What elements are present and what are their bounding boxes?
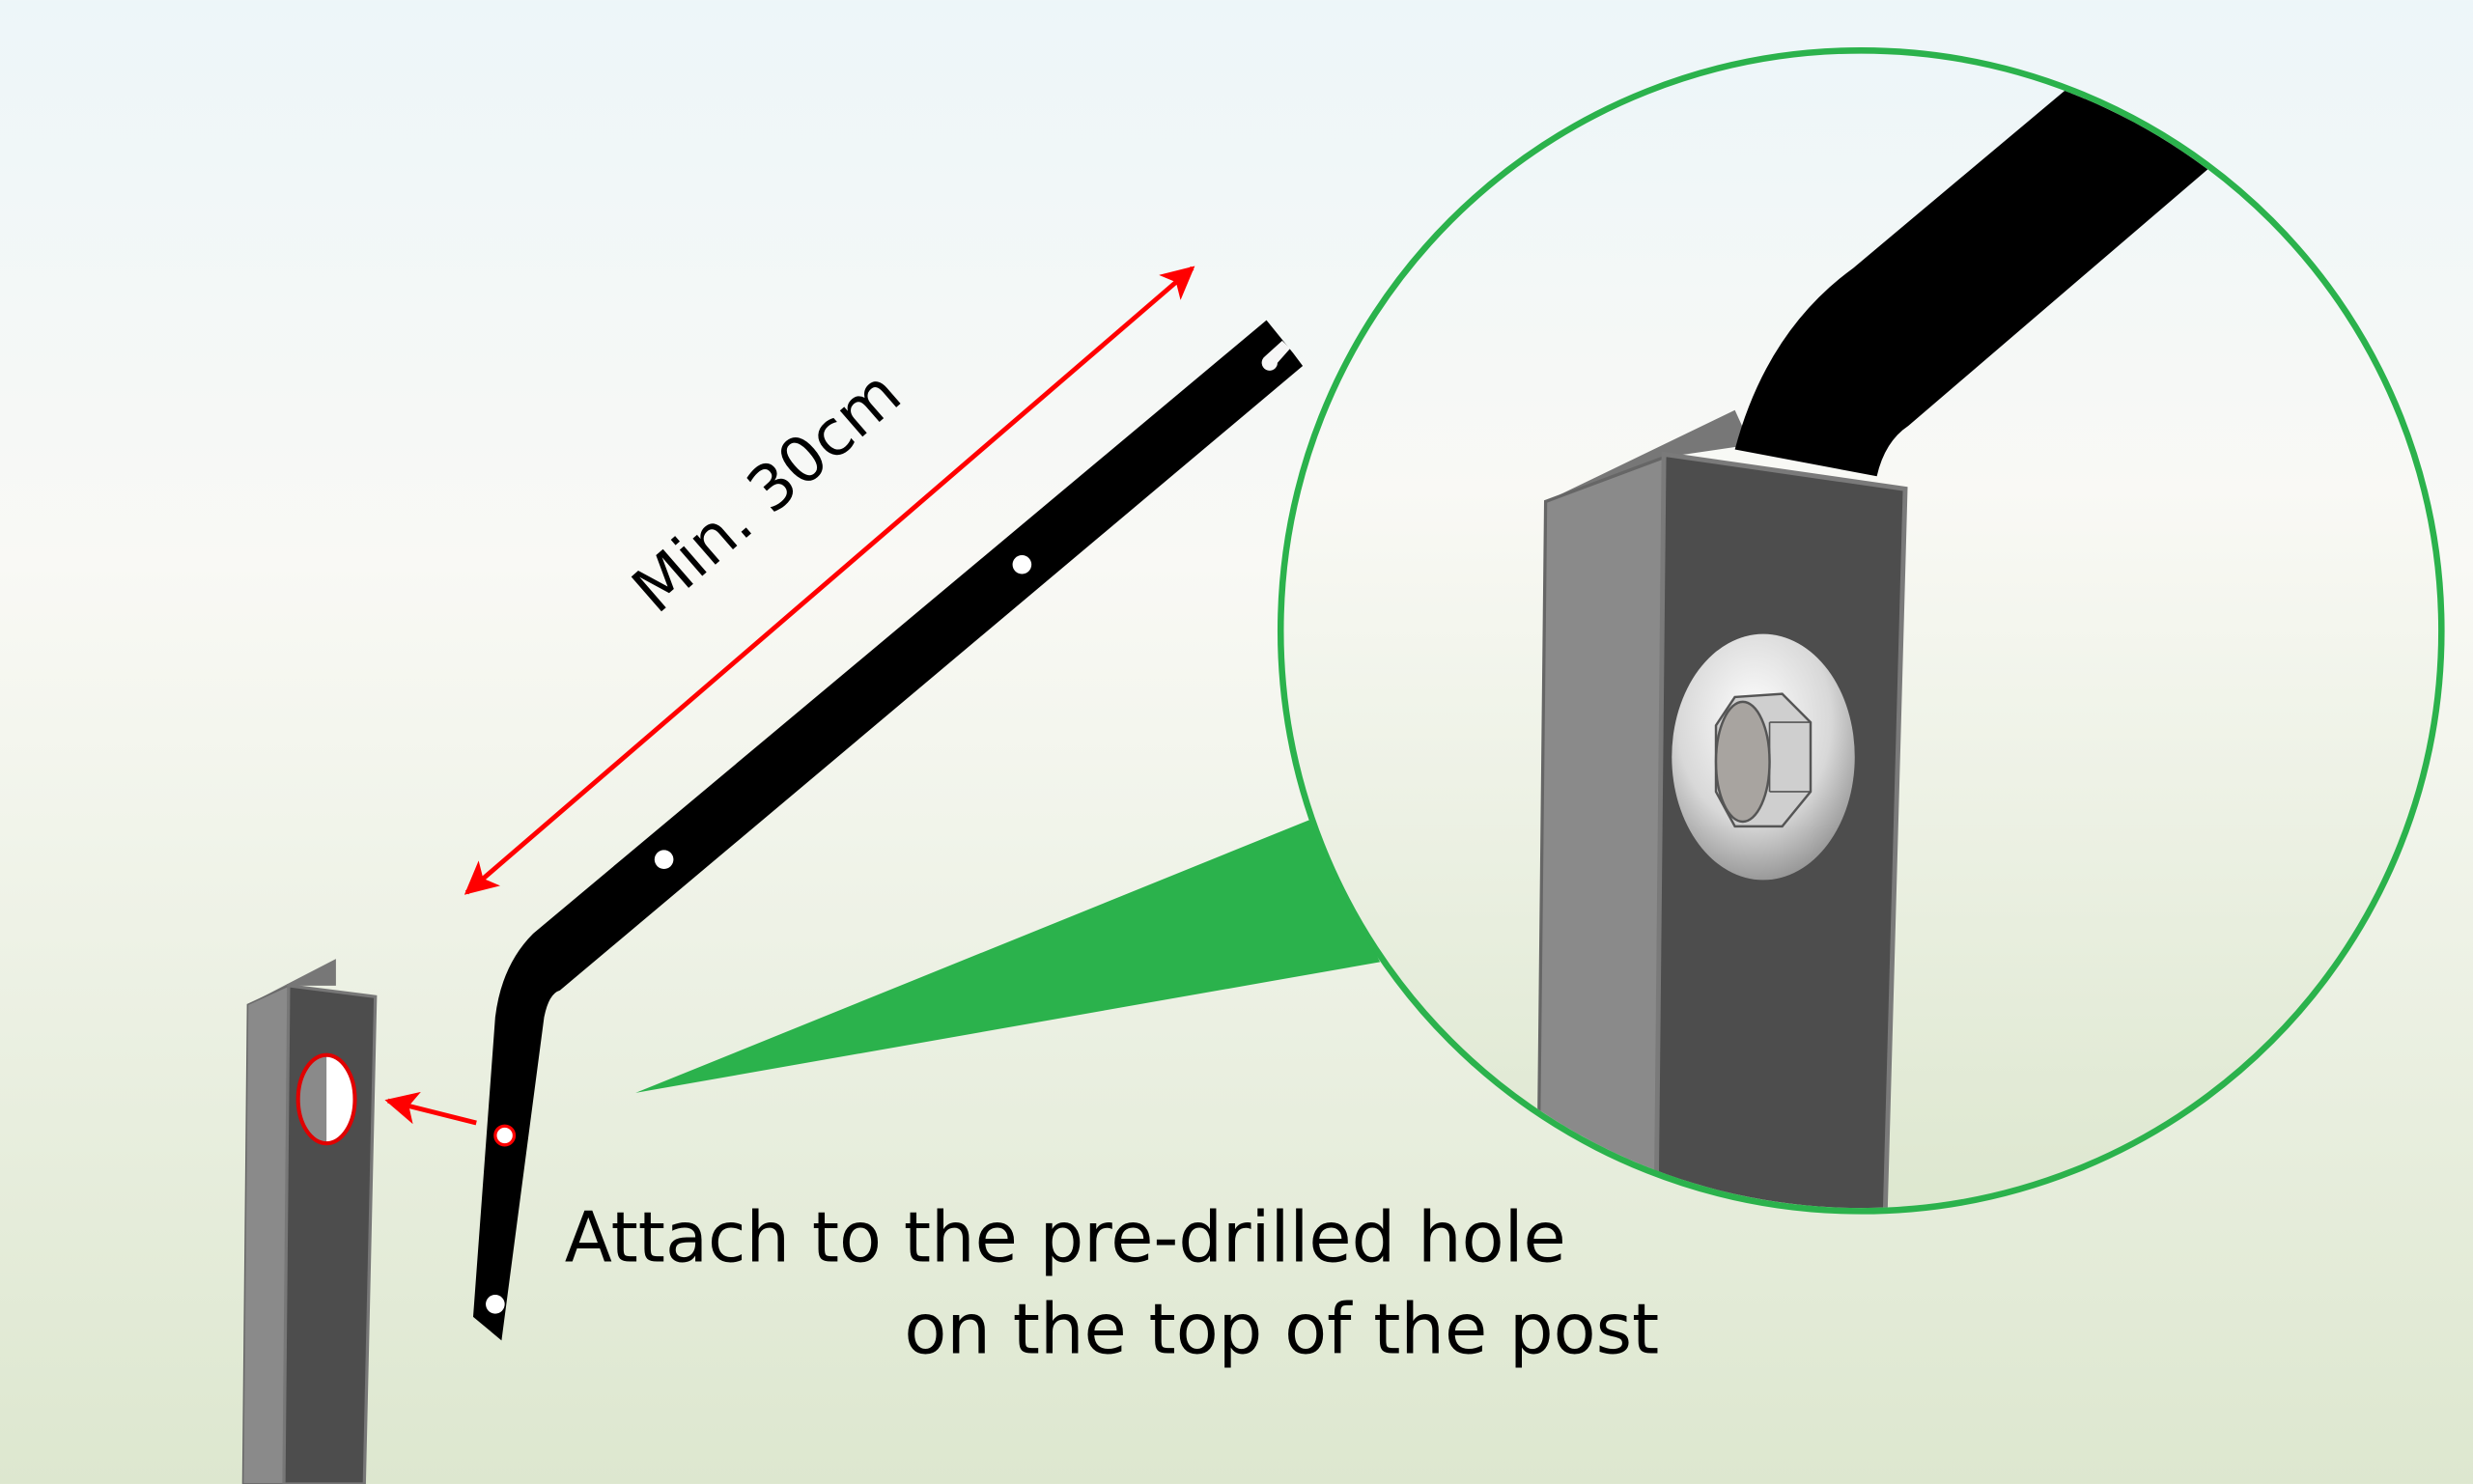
callout-pointer <box>635 820 1381 1093</box>
instruction-line-2: on the top of the post <box>904 1288 1659 1369</box>
attach-arrow <box>384 1091 477 1126</box>
instruction-line-1: Attach to the pre-drilled hole <box>565 1197 1566 1278</box>
bracket-detail <box>1734 63 2240 477</box>
bolt <box>1672 633 1855 881</box>
detail-magnifier <box>1277 47 2445 1215</box>
dimension-arrow <box>464 266 1195 895</box>
post-hole <box>295 1052 357 1146</box>
bracket-attach-hole <box>493 1124 517 1147</box>
fence-post <box>241 959 378 1484</box>
bracket <box>472 320 1304 1341</box>
